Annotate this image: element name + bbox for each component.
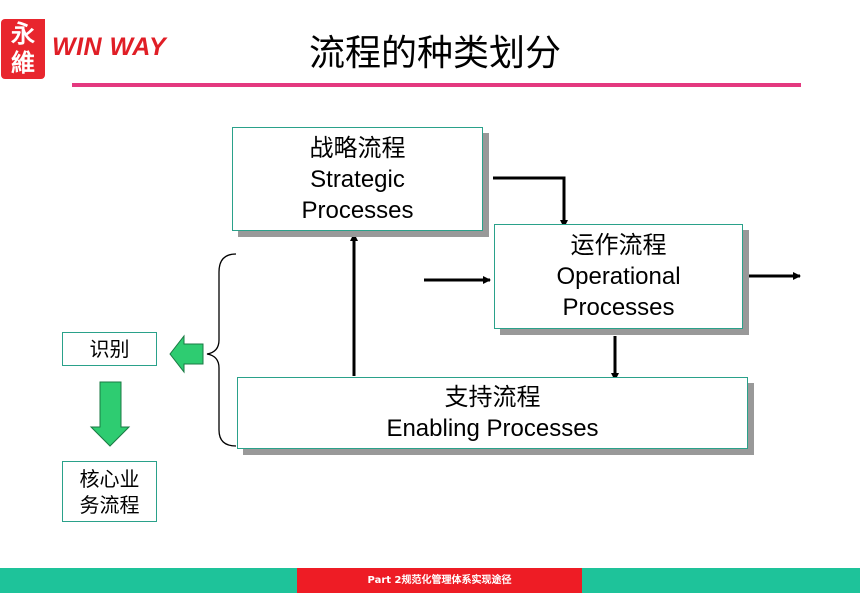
operational-process-box: 运作流程 Operational Processes <box>494 224 743 329</box>
core-business-line1: 核心业 <box>79 466 140 491</box>
logo-seal-char-1: 永 <box>11 19 35 48</box>
enabling-process-box: 支持流程 Enabling Processes <box>237 377 748 449</box>
core-business-line2: 务流程 <box>79 492 140 517</box>
green-left-arrow <box>169 334 204 374</box>
strategic-process-box: 战略流程 Strategic Processes <box>232 127 483 231</box>
identify-box: 识别 <box>62 332 157 366</box>
arrow-strategic-to-operational <box>493 176 568 228</box>
operational-process-en-line2: Processes <box>562 294 675 321</box>
operational-process-en-line1: Operational <box>556 263 681 290</box>
core-business-process-box: 核心业 务流程 <box>62 461 157 522</box>
strategic-process-cn: 战略流程 <box>309 134 406 162</box>
title-underline <box>72 83 801 87</box>
enabling-process-en: Enabling Processes <box>386 415 599 442</box>
enabling-process-cn: 支持流程 <box>444 384 541 411</box>
strategic-process-en-line2: Processes <box>301 196 414 224</box>
operational-process-cn: 运作流程 <box>570 232 667 259</box>
identify-label: 识别 <box>89 337 130 361</box>
strategic-process-en-line1: Strategic <box>310 165 405 193</box>
page-title: 流程的种类划分 <box>308 33 561 74</box>
grouping-brace <box>206 253 237 447</box>
logo-seal-char-2: 維 <box>11 48 35 77</box>
logo-seal: 永 維 <box>1 19 45 79</box>
green-down-arrow <box>89 381 131 447</box>
footer-label: Part 2规范化管理体系实现途径 <box>297 568 582 593</box>
logo-text: WIN WAY <box>52 33 167 61</box>
